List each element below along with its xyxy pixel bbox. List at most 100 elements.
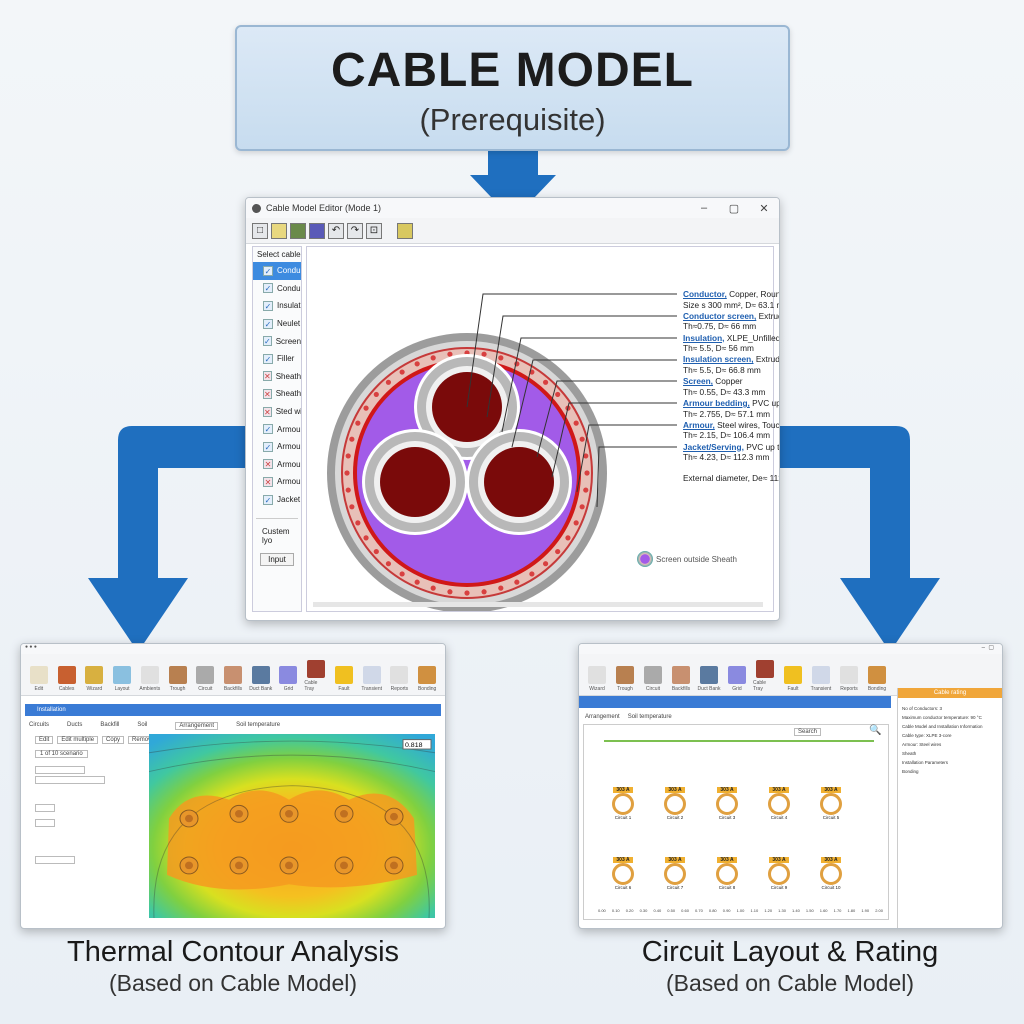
maximize-button[interactable]: ▢ [728, 202, 740, 215]
layer-item[interactable]: ✕Armou [253, 473, 301, 491]
scenario-selector[interactable]: 1 of 10 scenario [35, 750, 88, 758]
tool-button[interactable]: Wizard [82, 666, 106, 692]
horizontal-scrollbar[interactable] [313, 602, 763, 607]
checkbox-excluded-icon[interactable]: ✕ [263, 459, 273, 470]
checkbox-excluded-icon[interactable]: ✕ [263, 406, 272, 417]
checkbox-excluded-icon[interactable]: ✕ [263, 476, 273, 487]
layer-item[interactable]: ✓Condu [253, 280, 301, 298]
tool-button[interactable]: Cable Tray [753, 660, 777, 692]
layer-item[interactable]: ✓Armou [253, 420, 301, 438]
tool-button[interactable]: Grid [725, 666, 749, 692]
close-button[interactable]: ✕ [759, 202, 769, 215]
magnifier-icon[interactable]: 🔍 [869, 725, 882, 736]
checkbox-checked-icon[interactable]: ✓ [263, 265, 273, 276]
tool-button[interactable]: Duct Bank [697, 666, 721, 692]
checkbox-excluded-icon[interactable]: ✕ [263, 371, 272, 382]
input-button[interactable]: Input [260, 553, 294, 567]
layer-item[interactable]: ✓Condu [253, 262, 301, 280]
layer-item[interactable]: ✓Screen [253, 332, 301, 350]
tool-button[interactable]: Bonding [865, 666, 889, 692]
edit-multiple-button[interactable]: Edit multiple [57, 736, 99, 744]
tool-button[interactable]: Duct Bank [249, 666, 273, 692]
layer-item[interactable]: ✓Neulet [253, 315, 301, 333]
tool-button[interactable]: Wizard [585, 666, 609, 692]
tool-button[interactable]: Circuit [193, 666, 217, 692]
layer-item[interactable]: ✕Sheath [253, 368, 301, 386]
scenario-field[interactable] [35, 766, 85, 774]
tool-button[interactable]: Bonding [415, 666, 439, 692]
tool-button[interactable]: Cable Tray [304, 660, 328, 692]
cable-cross-section-canvas[interactable]: Conductor, Copper, Round, strs..Size s 3… [306, 246, 779, 612]
tab-backfill[interactable]: Backfill [100, 722, 120, 728]
undo-icon[interactable]: ↶ [328, 222, 344, 239]
tool-button[interactable]: Reports [388, 666, 412, 692]
tab-circuits[interactable]: Circuits [29, 722, 50, 728]
checkbox-checked-icon[interactable]: ✓ [263, 494, 273, 505]
tool-button[interactable]: Layout [110, 666, 134, 692]
tool-button[interactable]: Trough [613, 666, 637, 692]
tab-soil-temperature[interactable]: Soil temperature [627, 714, 672, 720]
tab-soil-temperature[interactable]: Soil temperature [236, 722, 281, 728]
layer-item[interactable]: ✓Filler [253, 350, 301, 368]
value-field-2[interactable] [35, 819, 55, 827]
redo-icon[interactable]: ↷ [347, 222, 363, 239]
tool-button[interactable]: Grid [277, 666, 301, 692]
new-icon[interactable]: □ [252, 222, 268, 239]
minimize-button[interactable]: – [700, 202, 708, 214]
checkbox-checked-icon[interactable]: ✓ [263, 336, 272, 347]
layer-item[interactable]: ✓Insulat [253, 297, 301, 315]
tab-arrangement[interactable]: Arrangement [585, 714, 620, 720]
depth-field[interactable] [35, 856, 75, 864]
search-button[interactable]: Search [794, 728, 822, 736]
copy-button[interactable]: Copy [102, 736, 125, 744]
layer-item[interactable]: ✓Armou [253, 438, 301, 456]
save-icon[interactable] [290, 222, 306, 239]
checkbox-checked-icon[interactable]: ✓ [263, 441, 273, 452]
layer-item[interactable]: ✕Armou [253, 456, 301, 474]
layer-item[interactable]: ✕Sheath [253, 385, 301, 403]
export-icon[interactable]: ⊡ [366, 222, 382, 239]
tool-button[interactable]: Cables [55, 666, 79, 692]
thermal-contour-plot[interactable]: 0.818 [149, 734, 435, 918]
tool-button[interactable]: Backfills [221, 666, 245, 692]
tab-soil[interactable]: Soil [137, 722, 148, 728]
edit-button[interactable]: Edit [35, 736, 54, 744]
open-icon[interactable] [271, 222, 287, 239]
checkbox-checked-icon[interactable]: ✓ [263, 424, 273, 435]
checkbox-checked-icon[interactable]: ✓ [263, 353, 273, 364]
tool-button[interactable]: Trough [166, 666, 190, 692]
settings-icon[interactable] [397, 222, 413, 239]
tab-arrangement[interactable]: Arrangement [175, 722, 219, 730]
cable-core [185, 814, 193, 823]
tool-button[interactable]: Ambients [138, 666, 162, 692]
tool-button[interactable]: Backfills [669, 666, 693, 692]
tool-button[interactable]: Transient [360, 666, 384, 692]
tool-button[interactable]: Transient [809, 666, 833, 692]
tool-button[interactable]: Fault [332, 666, 356, 692]
value-field-1[interactable] [35, 804, 55, 812]
option-field[interactable] [35, 776, 105, 784]
tool-button[interactable]: Edit [27, 666, 51, 692]
tool-button[interactable]: Fault [781, 666, 805, 692]
tab-ducts[interactable]: Ducts [67, 722, 83, 728]
users-icon[interactable] [309, 222, 325, 239]
checkbox-checked-icon[interactable]: ✓ [263, 318, 273, 329]
tool-button[interactable]: Circuit [641, 666, 665, 692]
layer-item[interactable]: ✕Sted wi [253, 403, 301, 421]
layer-item[interactable]: ✓Jacket [253, 491, 301, 509]
checkbox-checked-icon[interactable]: ✓ [263, 283, 273, 294]
checkbox-checked-icon[interactable]: ✓ [263, 300, 273, 311]
checkbox-excluded-icon[interactable]: ✕ [263, 388, 272, 399]
tool-button[interactable]: Reports [837, 666, 861, 692]
